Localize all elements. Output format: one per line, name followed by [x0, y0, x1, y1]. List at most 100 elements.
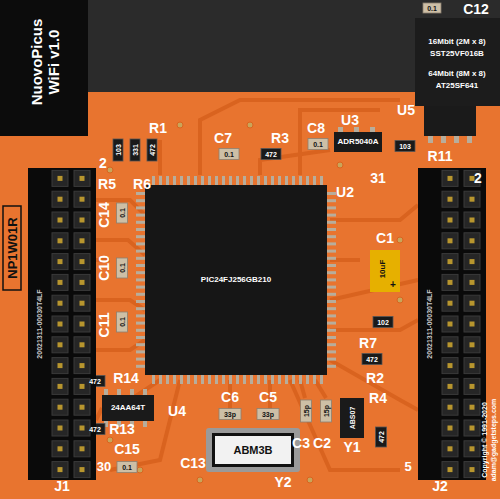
pin-pad — [243, 375, 246, 384]
pin-tip — [58, 301, 63, 306]
pin-tip — [80, 467, 85, 472]
capacitor-body — [301, 400, 312, 422]
pin-socket — [464, 316, 480, 332]
pin-tip — [58, 363, 63, 368]
pin-pad — [271, 375, 274, 384]
flash-chip-body — [424, 104, 476, 136]
part-value: 0.1 — [224, 151, 234, 158]
pin-socket — [442, 233, 458, 249]
silkscreen-label: R1 — [149, 121, 167, 135]
pin-socket — [52, 212, 68, 228]
pin-tip — [448, 384, 453, 389]
pin-socket — [442, 358, 458, 374]
silkscreen-label: C13 — [180, 456, 206, 470]
silkscreen-label: C14 — [97, 202, 111, 228]
pin-tip — [80, 384, 85, 389]
pin-socket — [52, 399, 68, 415]
pin-socket — [52, 191, 68, 207]
pin-socket — [74, 212, 90, 228]
pin-pad — [136, 250, 145, 253]
pin-tip — [470, 301, 475, 306]
pin-pad — [327, 336, 336, 339]
part-value: 15p — [323, 405, 330, 417]
silkscreen-label: 2 — [474, 171, 482, 185]
pin-pad — [229, 375, 232, 384]
pin-pad — [327, 199, 336, 202]
via — [107, 167, 113, 173]
part-marking: ABS07 — [349, 407, 356, 430]
silkscreen-label: R2 — [366, 371, 384, 385]
part-value: 103 — [115, 144, 122, 156]
pin-pad — [292, 176, 295, 185]
silkscreen-label: C15 — [114, 442, 140, 456]
part-marking: ABM3B — [233, 445, 272, 456]
pin-pad — [136, 350, 145, 353]
via — [197, 477, 203, 483]
pin-pad — [187, 375, 190, 384]
pin-tip — [448, 301, 453, 306]
pin-pad — [327, 293, 336, 296]
pin-socket — [442, 399, 458, 415]
part-marking: 64Mbit (8M x 8) — [428, 70, 485, 78]
pin-tip — [448, 342, 453, 347]
pin-socket — [52, 233, 68, 249]
pin-tip — [58, 197, 63, 202]
silkscreen-label: U5 — [397, 103, 415, 117]
pin-pad — [236, 375, 239, 384]
pin-socket — [74, 399, 90, 415]
pin-socket — [464, 399, 480, 415]
pin-socket — [74, 254, 90, 270]
pin-tip — [448, 426, 453, 431]
copper-trace — [96, 300, 145, 310]
pin-pad — [327, 286, 336, 289]
pin-socket — [52, 462, 68, 478]
pin-tip — [448, 322, 453, 327]
pin-pad — [236, 176, 239, 185]
part-marking: PIC24FJ256GB210 — [201, 276, 271, 284]
resistor-body — [113, 139, 123, 161]
pin-pad — [215, 176, 218, 185]
silkscreen-label: 31 — [370, 171, 386, 185]
part-value: 102 — [377, 319, 389, 326]
pin-socket — [442, 295, 458, 311]
pin-tip — [470, 363, 475, 368]
copper-trace — [290, 380, 400, 470]
part-value: 0.1 — [119, 263, 126, 273]
pin-pad — [327, 264, 336, 267]
pin-socket — [442, 212, 458, 228]
pin-pad — [327, 192, 336, 195]
resistor-body — [362, 354, 382, 365]
silkscreen-label: 30 — [97, 460, 111, 473]
pin-pad — [327, 242, 336, 245]
pin-pad — [173, 375, 176, 384]
pin-tip — [470, 197, 475, 202]
silkscreen-label: J1 — [54, 479, 70, 493]
pin-header: 20021311-00030T4LF — [28, 168, 96, 480]
pin-tip — [58, 446, 63, 451]
pin-pad — [136, 278, 145, 281]
pin-pad — [136, 242, 145, 245]
via — [137, 467, 143, 473]
pin-pad — [327, 257, 336, 260]
pin-socket — [52, 358, 68, 374]
pin-socket — [464, 462, 480, 478]
pin-pad — [299, 375, 302, 384]
pin-pad — [313, 176, 316, 185]
label-frame — [3, 206, 21, 290]
pin-socket — [74, 191, 90, 207]
pin-socket — [52, 316, 68, 332]
pin-pad — [136, 235, 145, 238]
pin-pad — [136, 329, 145, 332]
part-value: 331 — [132, 144, 139, 156]
silkscreen-label: R4 — [369, 391, 387, 405]
part-value: 472 — [149, 144, 156, 156]
silkscreen-label: 5 — [404, 460, 411, 473]
pin-pad — [264, 375, 267, 384]
pin-pad — [327, 350, 336, 353]
pin-pad — [187, 176, 190, 185]
pin-socket — [464, 191, 480, 207]
part-value: 33p — [224, 411, 236, 418]
crystal-package: ABM3B — [212, 433, 294, 467]
silkscreen-label: C6 — [221, 390, 239, 404]
